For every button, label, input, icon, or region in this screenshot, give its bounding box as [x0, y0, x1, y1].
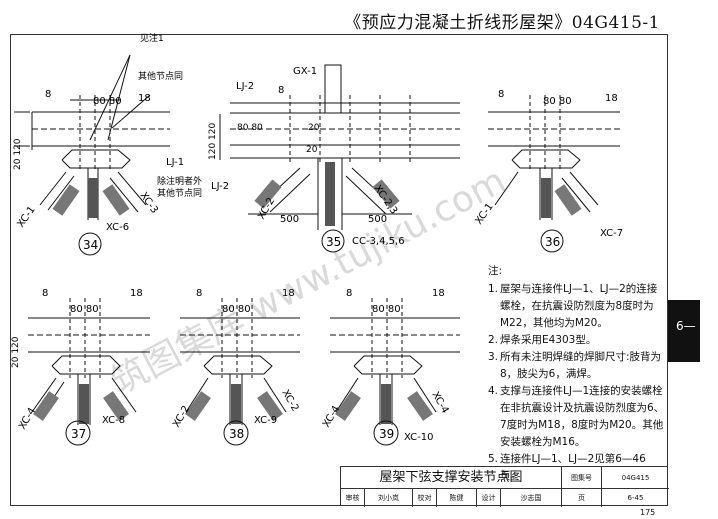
- detail-36-number: 36: [545, 235, 560, 249]
- d34-xc-left: XC-1: [15, 205, 37, 230]
- review-name: 刘小岚: [365, 489, 413, 507]
- detail-36: [488, 95, 620, 253]
- detail-35: [219, 64, 460, 253]
- notes-section: 注: 1.屋架与连接件LJ—1、LJ—2的连接螺栓，在抗震设防烈度为8度时为M2…: [488, 263, 666, 485]
- d39-weld-8: 8: [346, 288, 352, 299]
- note-1-num: 1.: [488, 283, 499, 295]
- detail-37-number: 37: [71, 427, 86, 441]
- d35-dim-20-bottom: 20: [306, 145, 318, 155]
- d37-dims: 80 80: [70, 304, 99, 315]
- drawing-frame: [10, 34, 668, 506]
- check-label: 校对: [413, 489, 437, 507]
- note-3-text: 所有未注明焊缝的焊脚尺寸:肢背为8，肢尖为6，满焊。: [500, 351, 662, 380]
- atlas-header-title: 《预应力混凝土折线形屋架》04G415-1: [344, 13, 660, 33]
- detail-34: [14, 54, 170, 256]
- callout-note-ref: 见注1: [140, 32, 164, 44]
- chapter-side-tab-label: 6—: [676, 319, 696, 333]
- d36-weld-18: 18: [605, 93, 618, 104]
- note-2-num: 2.: [488, 334, 499, 346]
- note-4-num: 4.: [488, 385, 499, 397]
- d37-weld-18: 18: [130, 288, 143, 299]
- d36-weld-8: 8: [498, 89, 504, 100]
- d39-weld-18: 18: [432, 288, 445, 299]
- d38-xc-right: XC-2: [279, 388, 300, 413]
- chapter-side-tab: [668, 300, 700, 362]
- detail-39: [330, 298, 460, 446]
- d36-dims: 80 80: [543, 96, 572, 107]
- d35-dim-left: 500: [280, 214, 299, 225]
- note-1-text: 屋架与连接件LJ—1、LJ—2的连接螺栓，在抗震设防烈度为8度时为M22，其他均…: [500, 283, 658, 329]
- callout-except-noted: 除注明者外: [157, 175, 202, 187]
- d39-xc-right: XC-4: [429, 390, 450, 415]
- detail-35-number: 35: [326, 235, 341, 249]
- d34-lj: LJ-1: [166, 157, 184, 168]
- note-4: 4.支撑与连接件LJ—1连接的安装螺栓在非抗震设计及抗震设防烈度为6、7度时为M…: [488, 383, 666, 451]
- note-5-num: 5.: [488, 453, 499, 465]
- detail-38: [180, 298, 300, 446]
- design-label: 设计: [477, 489, 501, 507]
- callout-other-same: 其他节点同: [138, 70, 183, 82]
- callout-other-same2: 其他节点同: [157, 187, 202, 199]
- note-5-text: 连接件LJ—1、LJ—2见第6—46页。: [500, 453, 646, 482]
- note-3-num: 3.: [488, 351, 499, 363]
- d37-vdims: 20 120: [11, 336, 21, 368]
- d35-vdims: 120 120: [208, 123, 218, 160]
- d34-weld-18: 18: [138, 93, 151, 104]
- d38-xc-bottom: XC-9: [254, 415, 277, 426]
- design-name: 沙志国: [501, 489, 562, 507]
- page-label: 页: [562, 489, 602, 507]
- detail-37: [28, 298, 150, 446]
- d35-cc: CC-3,4,5,6: [352, 236, 405, 247]
- d38-weld-8: 8: [196, 288, 202, 299]
- d34-weld-8: 8: [45, 89, 51, 100]
- note-1: 1.屋架与连接件LJ—1、LJ—2的连接螺栓，在抗震设防烈度为8度时为M22，其…: [488, 281, 666, 332]
- footer-page-number: 175: [640, 508, 656, 517]
- page-value: 6-45: [627, 494, 644, 502]
- d38-dims: 80 80: [222, 304, 251, 315]
- d37-weld-8: 8: [42, 288, 48, 299]
- note-4-text: 支撑与连接件LJ—1连接的安装螺栓在非抗震设计及抗震设防烈度为6、7度时为M18…: [500, 385, 665, 448]
- d35-gx: GX-1: [293, 66, 317, 77]
- note-2-text: 焊条采用E4303型。: [500, 334, 597, 346]
- check-name: 陈健: [437, 489, 477, 507]
- atlas-label: 图集号: [562, 467, 602, 489]
- atlas-value: 04G415: [602, 467, 669, 489]
- d34-vdims: 20 120: [13, 138, 23, 170]
- title-block: 屋架下弦支撑安装节点图 图集号 04G415 审核 刘小岚 校对 陈健 设计 沙…: [340, 466, 669, 507]
- review-label: 审核: [341, 489, 365, 507]
- d34-dims: 80 80: [93, 96, 122, 107]
- detail-38-number: 38: [229, 427, 244, 441]
- d39-xc-bottom: XC-10: [404, 432, 433, 443]
- notes-title: 注:: [488, 265, 503, 277]
- note-3: 3.所有未注明焊缝的焊脚尺寸:肢背为8，肢尖为6，满焊。: [488, 349, 666, 383]
- drawing-title: 屋架下弦支撑安装节点图: [341, 467, 562, 489]
- d35-dims-80: 80 80: [237, 123, 263, 133]
- d38-weld-18: 18: [282, 288, 295, 299]
- d35-lj-top: LJ-2: [236, 81, 254, 92]
- d35-dim-right: 500: [368, 214, 387, 225]
- d35-weld-8: 8: [278, 85, 284, 96]
- d35-lj-bottom: LJ-2: [211, 181, 229, 192]
- detail-39-number: 39: [379, 427, 394, 441]
- note-2: 2.焊条采用E4303型。: [488, 332, 666, 349]
- d37-xc-left: XC-4: [17, 406, 38, 431]
- d37-xc-right: XC-8: [102, 415, 125, 426]
- d36-xc-right: XC-7: [600, 228, 623, 239]
- note-5: 5.连接件LJ—1、LJ—2见第6—46页。: [488, 451, 666, 485]
- d35-dim-20-top: 20: [308, 123, 320, 133]
- detail-34-number: 34: [83, 238, 98, 252]
- d34-xc-bottom: XC-6: [106, 222, 129, 233]
- d39-dims: 80 80: [372, 304, 401, 315]
